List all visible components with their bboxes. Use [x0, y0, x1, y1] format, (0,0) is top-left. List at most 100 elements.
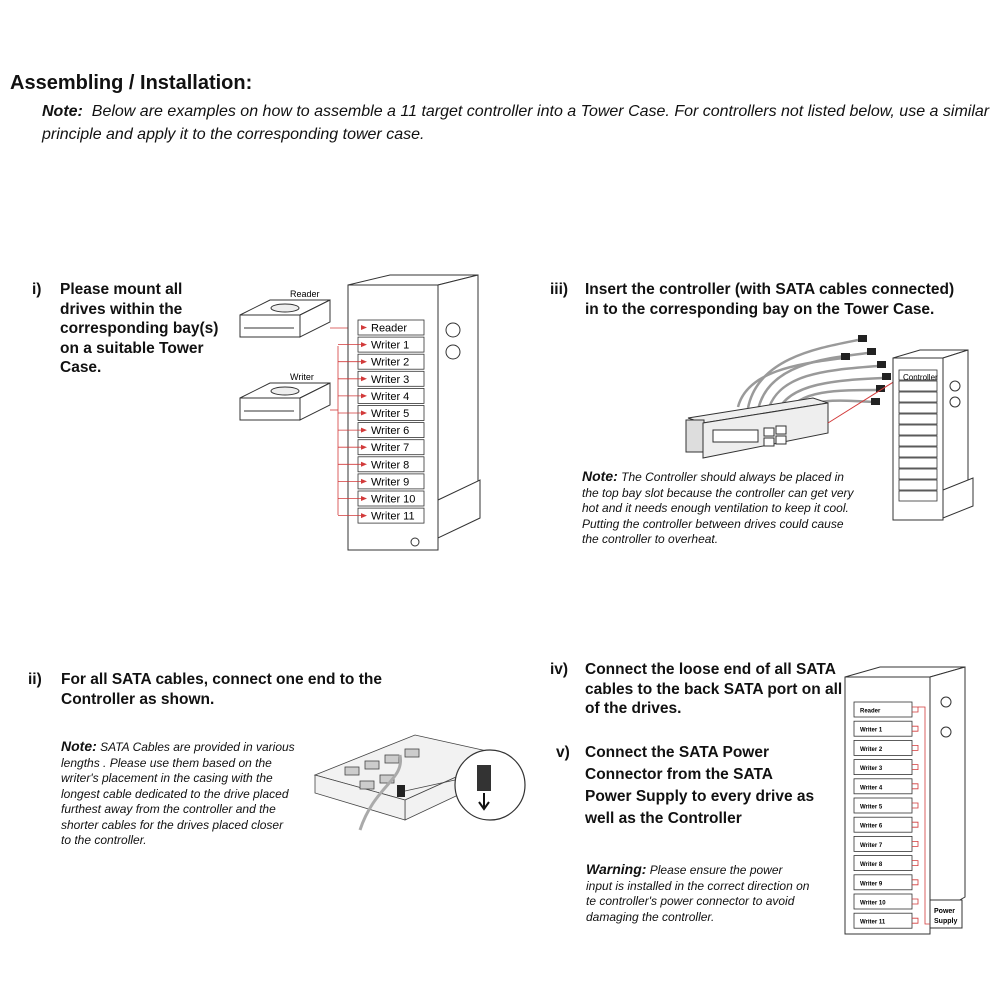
large-bay-label: Writer 3 — [860, 766, 883, 772]
step-iii: iii) Insert the controller (with SATA ca… — [550, 280, 960, 340]
intro-note-text: Below are examples on how to assemble a … — [42, 103, 990, 143]
large-bay-slot — [853, 778, 913, 795]
zoom-plug — [477, 765, 491, 791]
bay-arrow-icon — [361, 376, 367, 382]
bay-cable-connector — [912, 764, 919, 770]
small-bay-slot — [898, 391, 938, 403]
small-bay-slot — [898, 424, 938, 436]
small-bay-slot — [898, 490, 938, 502]
large-bay-slot — [853, 835, 913, 852]
warning-label: Warning: — [586, 861, 647, 877]
bay-arrow-icon — [361, 410, 367, 416]
bay-label: Writer 3 — [371, 374, 409, 386]
reader-drive-illustration — [239, 299, 331, 338]
bay-cable-connector — [912, 783, 919, 790]
bay-label: Writer 1 — [371, 340, 409, 352]
bay-arrow-icon — [361, 513, 367, 519]
controller-illustration — [685, 397, 829, 459]
step-ii: ii) For all SATA cables, connect one end… — [28, 670, 408, 715]
bay-cable-connector — [912, 879, 919, 886]
bay-arrow-icon — [361, 393, 367, 399]
bay-label: Writer 7 — [371, 442, 409, 454]
sata-connection-diagram — [313, 734, 526, 831]
intro-note-label: Note: — [42, 103, 83, 120]
writer-caption: Writer — [290, 372, 314, 382]
small-bay-slot — [898, 479, 938, 491]
intro-note: Note: Below are examples on how to assem… — [42, 100, 992, 146]
cable-connectors — [841, 335, 891, 405]
step-iii-text: Insert the controller (with SATA cables … — [585, 281, 955, 318]
large-bay-label: Writer 2 — [860, 747, 883, 753]
sata-plug — [397, 785, 405, 797]
cable-note-text: SATA Cables are provided in various leng… — [61, 740, 295, 847]
controller-diagram: Controller — [685, 335, 974, 521]
large-bay-slot — [853, 855, 913, 872]
bay-label: Writer 6 — [371, 425, 409, 437]
bay-cable-connector — [912, 725, 919, 732]
step-i: i) Please mount all drives within the co… — [32, 280, 222, 380]
bay-slot — [357, 319, 425, 336]
large-bay-slot — [853, 912, 913, 929]
zoom-line — [404, 779, 456, 792]
controller-label: Controller — [903, 373, 938, 382]
bay-label: Writer 5 — [371, 408, 409, 420]
bay-cable-connector — [912, 821, 919, 828]
bay-arrow-icon — [361, 496, 367, 501]
bay-arrow-icon — [361, 444, 367, 450]
power-line — [918, 706, 930, 925]
down-arrow-icon — [478, 793, 490, 811]
step-iv: iv) Connect the loose end of all SATA ca… — [550, 660, 850, 722]
bay-cable-connector — [912, 860, 919, 866]
large-bay-label: Writer 8 — [860, 862, 883, 868]
bay-arrow-icon — [361, 461, 367, 467]
large-bay-label: Writer 1 — [860, 728, 883, 734]
bay-cable-connector — [912, 802, 919, 809]
bay-cable-connector — [912, 917, 919, 924]
large-bay-label: Writer 6 — [860, 824, 883, 830]
bay-label: Writer 2 — [371, 357, 409, 369]
step-i-number: i) — [32, 281, 42, 298]
warning-text: Please ensure the power input is install… — [586, 863, 810, 924]
controller-note-text: The Controller should always be placed i… — [582, 470, 854, 515]
small-bay-slot — [898, 468, 938, 480]
large-bay-label: Writer 5 — [860, 805, 883, 811]
large-bay-slot — [853, 797, 913, 814]
bay-label: Writer 10 — [371, 494, 415, 506]
bay-label: Writer 11 — [371, 511, 415, 523]
large-bay-label: Writer 9 — [860, 881, 883, 887]
small-bay-slot — [898, 402, 938, 414]
step-v-number: v) — [556, 744, 570, 761]
bay-label: Writer 4 — [371, 391, 409, 403]
bay-cable-connector — [912, 706, 919, 713]
reader-caption: Reader — [290, 289, 320, 299]
step-i-text: Please mount all drives within the corre… — [60, 281, 219, 376]
small-bay-slot — [898, 413, 938, 425]
bay-arrow-icon — [361, 427, 367, 433]
small-bay-slot — [898, 435, 938, 447]
small-bay-slot — [898, 457, 938, 469]
large-bay-slot — [853, 816, 913, 833]
large-bay-label: Writer 4 — [860, 785, 883, 791]
writer-drive-illustration — [239, 382, 331, 421]
insert-arrow — [827, 375, 904, 424]
tower-small-bays — [898, 369, 938, 502]
cable-note: Note: SATA Cables are provided in variou… — [61, 738, 296, 849]
small-bay-slot — [898, 369, 938, 381]
psu-label-1: Power — [934, 908, 955, 915]
small-bay-slot — [898, 380, 938, 392]
controller-note-label: Note: — [582, 468, 618, 484]
bay-label: Writer 9 — [371, 476, 409, 488]
bay-cable-connector — [912, 841, 919, 847]
large-bay-slot — [853, 893, 913, 910]
large-bay-label: Writer 7 — [860, 843, 883, 849]
power-supply-box — [929, 899, 963, 929]
bay-label: Reader — [371, 323, 407, 335]
controller-note: Note: The Controller should always be pl… — [582, 468, 857, 548]
large-bay-label: Reader — [860, 709, 881, 715]
cable-note-label: Note: — [61, 738, 97, 754]
bay-arrow-icon — [361, 342, 367, 348]
step-iv-text: Connect the loose end of all SATA cables… — [585, 661, 843, 717]
